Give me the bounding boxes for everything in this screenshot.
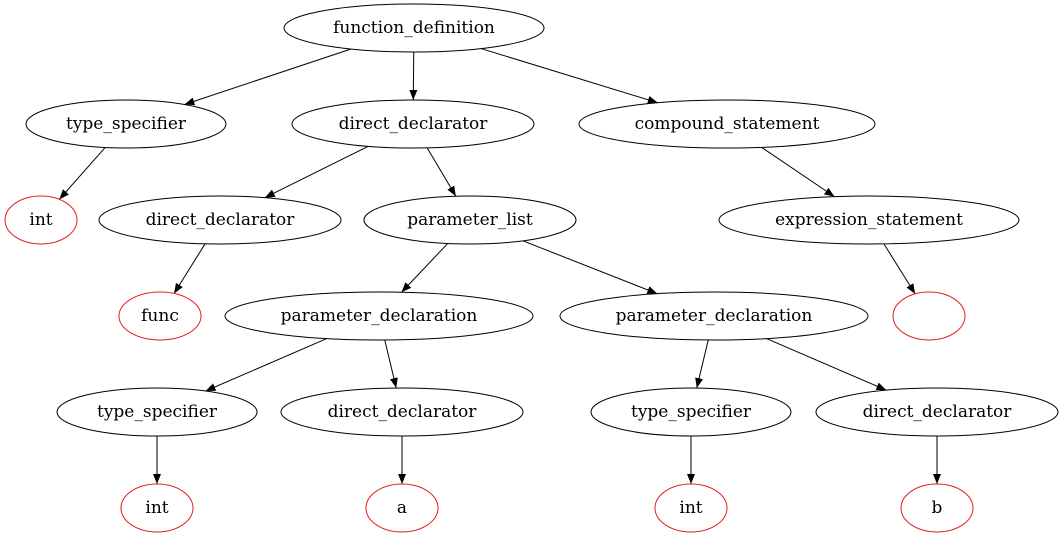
node-label: parameter_list (407, 210, 533, 230)
edge-n6-n9 (401, 243, 449, 293)
leaf-node: a (365, 483, 439, 533)
node-label: func (141, 306, 179, 326)
node-label: type_specifier (631, 402, 752, 422)
node-label: direct_declarator (339, 114, 489, 134)
nodes-layer: function_definition type_specifier direct_… (4, 3, 1059, 533)
edge-n0-n3 (480, 48, 658, 104)
node-ellipse (815, 387, 1059, 437)
edge-n10-n15 (766, 338, 887, 391)
edge-n2-n6 (426, 147, 457, 197)
tree-node: type_specifier (25, 99, 227, 149)
node-label: b (932, 498, 943, 518)
node-ellipse (25, 99, 227, 149)
node-label: int (29, 210, 52, 230)
leaf-node: func (118, 291, 202, 341)
node-label: parameter_declaration (281, 306, 478, 326)
edge-n7-n11 (883, 243, 916, 295)
node-ellipse (365, 483, 439, 533)
node-ellipse (98, 195, 342, 245)
node-ellipse (118, 291, 202, 341)
node-label: expression_statement (775, 210, 963, 230)
node-ellipse (224, 291, 534, 341)
node-ellipse (120, 483, 194, 533)
node-ellipse (283, 3, 545, 53)
tree-node: parameter_declaration (559, 291, 869, 341)
tree-node: direct_declarator (815, 387, 1059, 437)
tree-node: function_definition (283, 3, 545, 53)
tree-node: type_specifier (56, 387, 258, 437)
node-ellipse (559, 291, 869, 341)
node-label: function_definition (333, 18, 495, 38)
edge-n0-n2 (409, 51, 418, 101)
node-label: int (679, 498, 702, 518)
edges-layer (58, 48, 941, 484)
edge-n9-n12 (205, 338, 327, 392)
node-ellipse (291, 99, 535, 149)
edge-n1-n4 (58, 147, 106, 200)
node-ellipse (892, 291, 966, 341)
node-label: direct_declarator (146, 210, 296, 230)
node-label: direct_declarator (863, 402, 1013, 422)
leaf-node (892, 291, 966, 341)
tree-node: compound_statement (578, 99, 876, 149)
leaf-node: int (654, 483, 728, 533)
node-label: type_specifier (66, 114, 187, 134)
leaf-node: int (120, 483, 194, 533)
node-ellipse (590, 387, 792, 437)
node-label: type_specifier (97, 402, 218, 422)
node-label: int (145, 498, 168, 518)
node-ellipse (578, 99, 876, 149)
tree-node: direct_declarator (98, 195, 342, 245)
edge-n2-n5 (264, 145, 369, 199)
node-ellipse (654, 483, 728, 533)
tree-node: parameter_list (363, 195, 577, 245)
tree-node: parameter_declaration (224, 291, 534, 341)
edge-n10-n14 (695, 339, 709, 389)
edge-n3-n7 (761, 146, 835, 198)
node-label: a (397, 498, 407, 518)
node-label: direct_declarator (328, 402, 478, 422)
node-ellipse (56, 387, 258, 437)
leaf-node: int (4, 195, 78, 245)
edge-n5-n8 (173, 243, 206, 294)
tree-node: direct_declarator (291, 99, 535, 149)
node-ellipse (280, 387, 524, 437)
tree-node: direct_declarator (280, 387, 524, 437)
node-ellipse (900, 483, 974, 533)
node-label: parameter_declaration (616, 306, 813, 326)
node-ellipse (363, 195, 577, 245)
tree-node: expression_statement (718, 195, 1020, 245)
node-label: compound_statement (635, 114, 820, 134)
edge-n0-n1 (184, 48, 352, 106)
node-ellipse (4, 195, 78, 245)
edge-n9-n13 (384, 339, 398, 389)
node-ellipse (718, 195, 1020, 245)
edge-n6-n10 (522, 240, 658, 295)
leaf-node: b (900, 483, 974, 533)
tree-node: type_specifier (590, 387, 792, 437)
